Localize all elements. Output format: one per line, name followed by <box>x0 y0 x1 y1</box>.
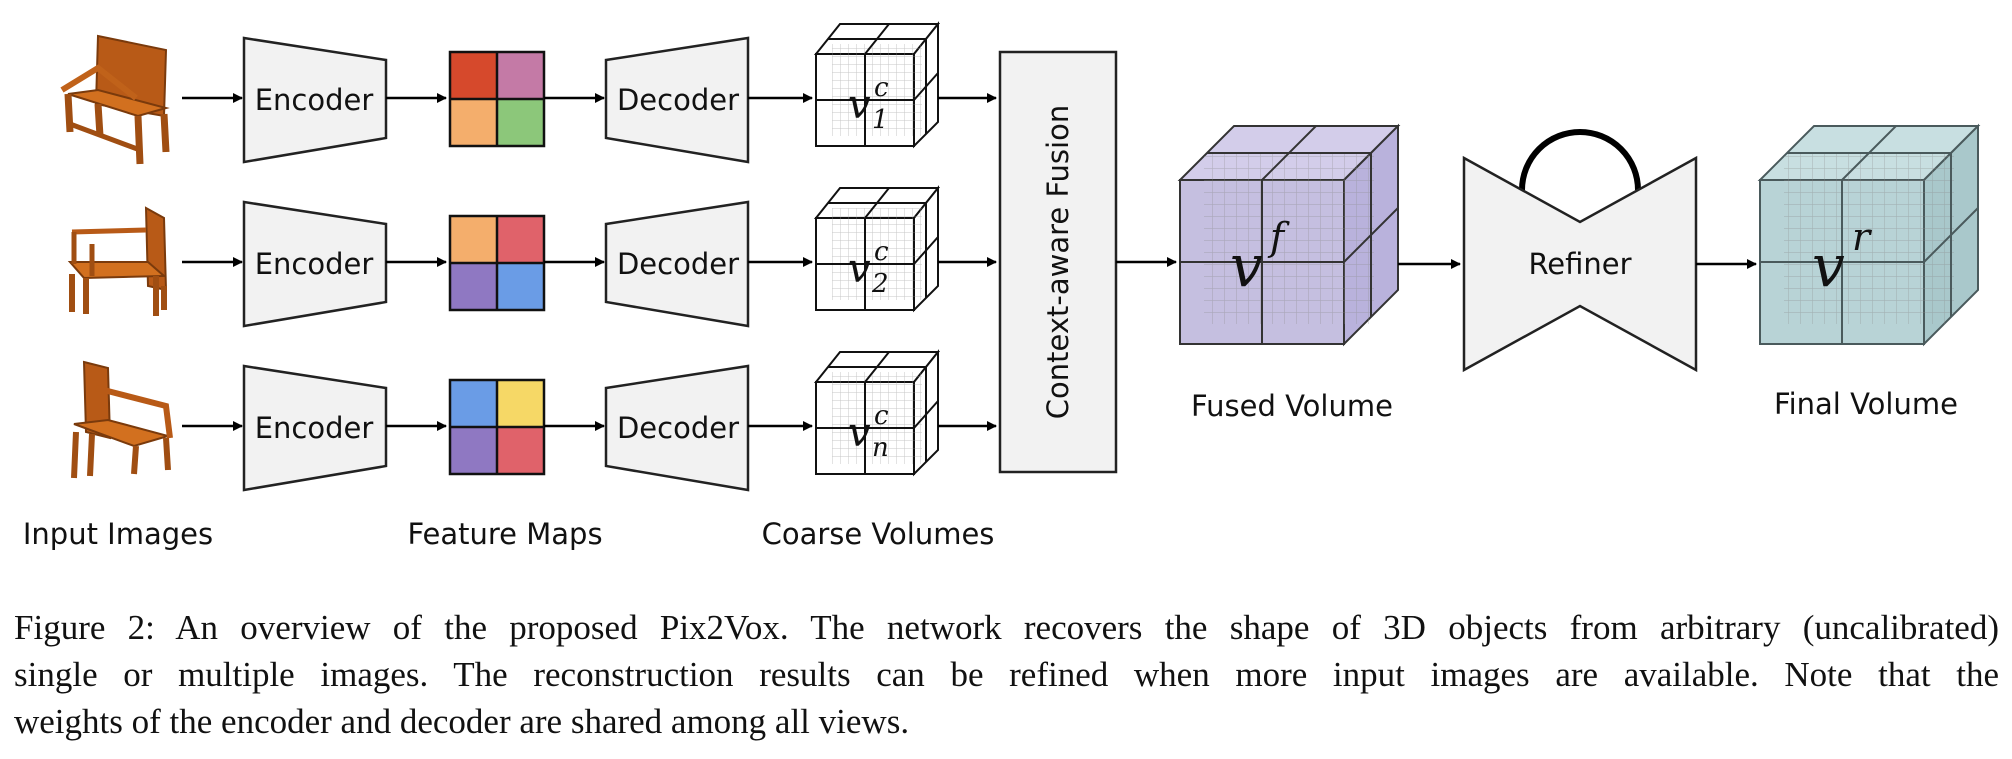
decoder-block-2: Decoder <box>604 200 750 328</box>
decoder-label-2: Decoder <box>617 247 739 281</box>
caption-line-2: single or multiple images. The reconstru… <box>14 655 1999 694</box>
input-chair-image-1 <box>60 34 170 165</box>
pipeline-row-3: Encoder Decoder v c n <box>71 349 997 492</box>
coarse-volume-sup-2: c <box>874 237 889 267</box>
fused-volume-label: Fused Volume <box>1191 389 1393 423</box>
feature-map-2 <box>448 214 546 312</box>
coarse-volume-sup-1: c <box>874 73 889 103</box>
input-images-label: Input Images <box>23 517 213 551</box>
feature-cell-1-1 <box>450 52 497 99</box>
encoder-label-1: Encoder <box>255 83 374 117</box>
coarse-volume-sub-2: 2 <box>871 269 889 299</box>
decoder-block-3: Decoder <box>604 364 750 492</box>
decoder-block-1: Decoder <box>604 36 750 164</box>
feature-cell-2-3 <box>450 263 497 310</box>
input-chair-image-3 <box>71 360 173 479</box>
feature-cell-3-4 <box>497 427 544 474</box>
feature-cell-3-1 <box>450 380 497 427</box>
coarse-volume-var-2: v <box>848 246 871 292</box>
fused-volume: v f <box>1177 123 1401 347</box>
feature-map-3 <box>448 378 546 476</box>
feature-cell-3-2 <box>497 380 544 427</box>
final-volume: v r <box>1757 123 1981 347</box>
context-aware-fusion-block: Context-aware Fusion <box>998 50 1118 474</box>
caption-line-1: Figure 2: An overview of the proposed Pi… <box>14 608 1999 647</box>
final-volume-label: Final Volume <box>1774 387 1958 421</box>
encoder-block-3: Encoder <box>242 364 388 492</box>
decoder-label-3: Decoder <box>617 411 739 445</box>
encoder-label-2: Encoder <box>255 247 374 281</box>
refiner-label: Refiner <box>1528 247 1631 281</box>
coarse-volume-3: v c n <box>813 349 941 477</box>
decoder-label-1: Decoder <box>617 83 739 117</box>
feature-cell-1-3 <box>450 99 497 146</box>
feature-cell-2-2 <box>497 216 544 263</box>
coarse-volume-sub-3: n <box>872 433 889 463</box>
coarse-volume-1: v c 1 <box>813 21 941 149</box>
encoder-block-1: Encoder <box>242 36 388 164</box>
feature-cell-3-3 <box>450 427 497 474</box>
input-chair-image-2 <box>67 206 168 316</box>
coarse-volume-var-3: v <box>848 410 871 456</box>
refiner-block: Refiner <box>1462 129 1698 373</box>
coarse-volumes-label: Coarse Volumes <box>762 517 995 551</box>
coarse-volume-sup-3: c <box>874 401 889 431</box>
encoder-label-3: Encoder <box>255 411 374 445</box>
feature-cell-2-4 <box>497 263 544 310</box>
fused-volume-var: v <box>1230 232 1263 300</box>
encoder-block-2: Encoder <box>242 200 388 328</box>
final-volume-var: v <box>1812 232 1845 300</box>
pix2vox-architecture-diagram: Encoder Decoder v c 1 <box>23 21 1981 551</box>
feature-cell-1-2 <box>497 52 544 99</box>
coarse-volume-var-1: v <box>848 82 871 128</box>
fusion-label: Context-aware Fusion <box>1041 105 1075 419</box>
feature-cell-2-1 <box>450 216 497 263</box>
final-volume-sup: r <box>1852 215 1873 259</box>
coarse-volume-sub-1: 1 <box>872 105 889 135</box>
coarse-volume-2: v c 2 <box>813 185 941 313</box>
feature-maps-label: Feature Maps <box>407 517 602 551</box>
pipeline-row-2: Encoder Decoder v c 2 <box>67 185 997 328</box>
figure-caption: Figure 2: An overview of the proposed Pi… <box>14 604 1999 745</box>
pipeline-row-1: Encoder Decoder v c 1 <box>60 21 997 165</box>
feature-cell-1-4 <box>497 99 544 146</box>
feature-map-1 <box>448 50 546 148</box>
caption-line-3: weights of the encoder and decoder are s… <box>14 702 910 741</box>
